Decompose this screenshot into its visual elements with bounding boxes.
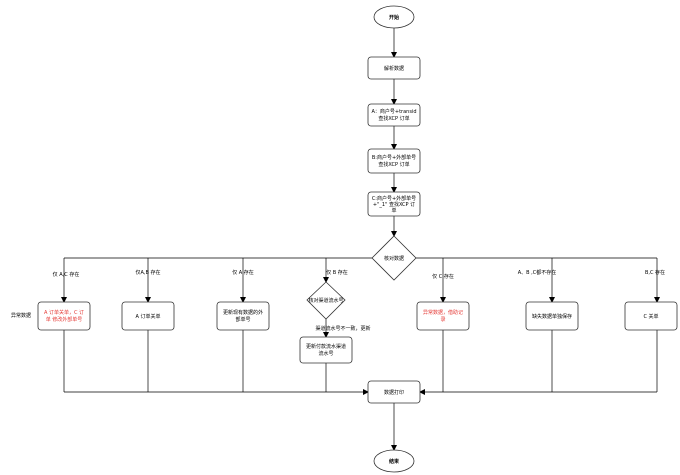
node-step-b-line-1: B:商户号+外部单号: [372, 154, 416, 161]
node-box-ac-line-1: A 订单关单，C 订: [44, 309, 84, 316]
node-box-c-only-line-2: 录: [440, 316, 445, 323]
node-box-ac-line-2: 单 修改外部单号: [46, 316, 83, 323]
node-box-bc-label: C 关单: [643, 313, 658, 320]
node-box-b-line-1: 更新付款流水渠道: [306, 343, 346, 350]
node-box-ab-label: A 订单关单: [135, 313, 160, 320]
node-print: 数据打印: [367, 380, 421, 404]
label-only-c: 仅 C 存在: [432, 273, 454, 280]
node-step-a-line-1: A：商户号+transid: [371, 108, 416, 115]
node-step-c-line-1: C:商户号+外部单号: [372, 195, 416, 202]
node-box-ac: A 订单关单，C 订 单 修改外部单号: [37, 301, 91, 331]
node-start-label: 开始: [389, 14, 399, 21]
node-box-none-label: 缺失数据单独保存: [532, 313, 572, 320]
node-step-b: B:商户号+外部单号 查找XCP 订单: [367, 148, 421, 174]
node-check-b-label: 核对渠道流水号: [308, 297, 343, 304]
node-box-c-only: 异常数据，借助记 录: [416, 301, 470, 331]
node-end: 结束: [373, 449, 415, 473]
connectors: [61, 28, 660, 451]
node-box-ab: A 订单关单: [121, 301, 175, 331]
node-start: 开始: [373, 5, 415, 29]
node-check-b: 核对渠道流水号: [306, 281, 346, 320]
label-mismatch: 渠道流水号不一致，更新: [315, 325, 370, 332]
node-step-c-line-3: 单: [391, 207, 396, 214]
node-parse-label: 解析数据: [384, 65, 404, 72]
node-box-b: 更新付款流水渠道 流水号: [299, 336, 353, 364]
label-only-a: 仅 A 存在: [232, 269, 254, 276]
node-print-label: 数据打印: [384, 389, 404, 396]
node-box-b-line-2: 流水号: [318, 350, 333, 357]
label-only-b: 仅 B 存在: [326, 269, 348, 276]
node-verify-label: 核对数据: [384, 255, 404, 262]
node-box-none: 缺失数据单独保存: [525, 301, 579, 331]
label-bc: B,C 存在: [645, 269, 665, 276]
label-none: A、B ,C都不存在: [518, 269, 557, 276]
label-abnormal: 异常数据: [11, 312, 31, 319]
node-box-a: 更新现有数据的外 部单号: [216, 301, 270, 331]
node-box-a-line-1: 更新现有数据的外: [223, 309, 263, 316]
node-box-a-line-2: 部单号: [235, 316, 250, 323]
node-step-a-line-2: 查找XCP 订单: [378, 115, 409, 122]
node-step-a: A：商户号+transid 查找XCP 订单: [367, 103, 421, 127]
label-only-ac: 仅 A,C 存在: [53, 271, 80, 278]
node-box-c-only-line-1: 异常数据，借助记: [423, 309, 463, 316]
node-verify: 核对数据: [371, 235, 417, 281]
node-step-c-line-2: +"_1" 查找XCP 订: [373, 201, 415, 208]
node-step-c: C:商户号+外部单号 +"_1" 查找XCP 订 单: [367, 191, 421, 217]
node-box-bc: C 关单: [624, 301, 678, 331]
label-only-ab: 仅A,B 存在: [135, 269, 160, 276]
node-end-label: 结束: [389, 458, 400, 465]
node-step-b-line-2: 查找XCP 订单: [378, 161, 409, 168]
node-parse: 解析数据: [367, 56, 421, 80]
